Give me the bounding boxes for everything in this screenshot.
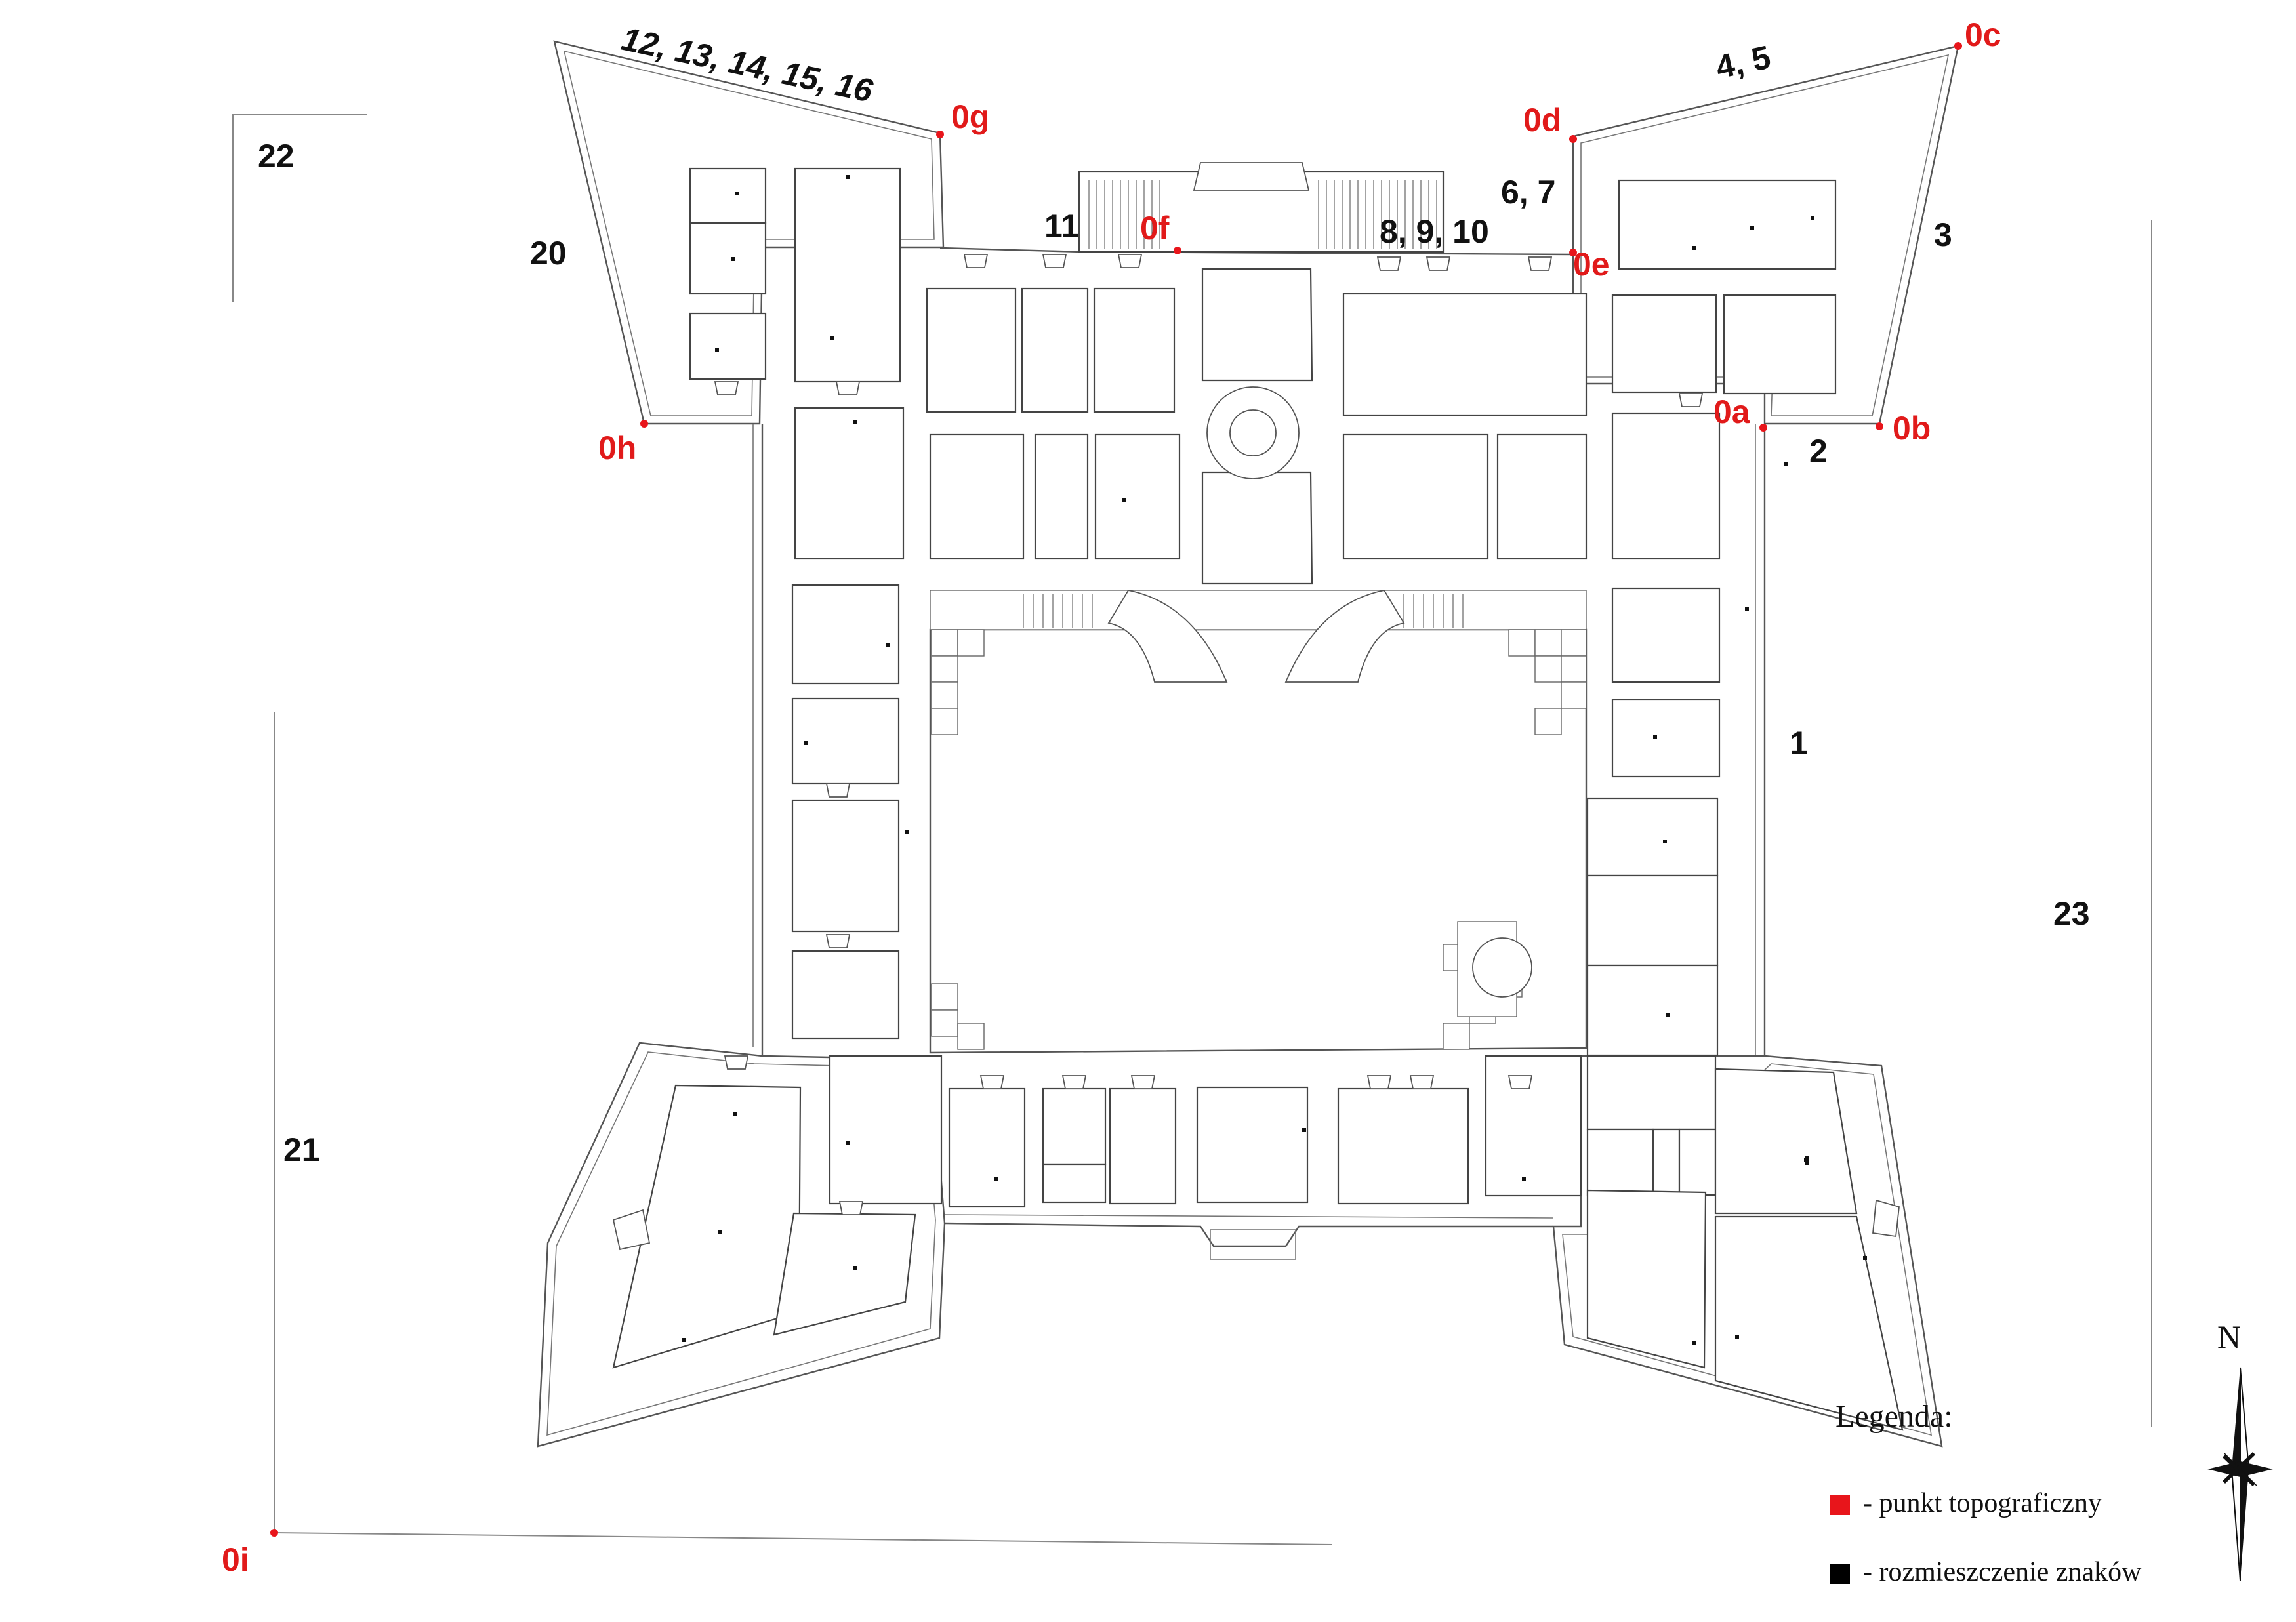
survey-lines [232,114,2152,1545]
topo-point-0h-marker [640,420,648,428]
area-label-12-16: 12, 13, 14, 15, 16 [619,20,877,110]
topo-label-0a: 0a [1713,394,1751,430]
area-label-11: 11 [1044,208,1079,245]
north-arrow: N [2207,1318,2273,1581]
topo-point-markers [270,42,1962,1537]
topo-point-0a-marker [1759,424,1767,432]
topo-point-0e-marker [1569,249,1577,256]
topo-point-0f-marker [1174,247,1181,254]
north-label: N [2217,1318,2241,1355]
area-label-21: 21 [283,1131,320,1168]
legend-item-sign-placement: - rozmieszczenie znaków [1863,1557,2142,1587]
topo-point-0b-marker [1876,422,1883,430]
window-niches [612,254,1900,1251]
topo-label-0g: 0g [951,98,989,135]
topo-point-0d-marker [1569,135,1577,143]
topo-label-0i: 0i [222,1541,249,1578]
north-stair-block [1078,162,1445,253]
legend-black-swatch [1830,1564,1850,1584]
legend-title: Legenda: [1835,1399,1953,1434]
area-label-2: 2 [1809,433,1828,470]
area-label-1: 1 [1790,725,1808,761]
topo-point-0c-marker [1954,42,1962,50]
topo-point-0g-marker [936,131,944,138]
legend-item-topo-point: - punkt topograficzny [1863,1488,2102,1518]
courtyard [929,386,1588,1054]
area-label-4-5: 4, 5 [1713,39,1774,86]
legend-red-swatch [1830,1495,1850,1515]
topo-label-0d: 0d [1523,102,1561,138]
area-label-20: 20 [530,235,567,272]
topo-point-0i-marker [270,1529,278,1537]
sign-markers [682,175,1867,1345]
topo-label-0b: 0b [1893,410,1931,447]
area-label-3: 3 [1934,216,1952,253]
topo-point-labels: 0a 0b 0c 0d 0e 0f 0g 0h 0i [222,16,2001,1578]
topo-label-0c: 0c [1965,16,2001,53]
area-label-8-9-10: 8, 9, 10 [1380,213,1489,250]
area-label-22: 22 [258,138,295,174]
area-label-23: 23 [2053,895,2090,932]
topo-label-0h: 0h [598,430,636,466]
area-label-6-7: 6, 7 [1501,174,1555,211]
rooms [612,167,1904,1431]
legend: Legenda: - punkt topograficzny - rozmies… [1830,1399,2142,1587]
topo-label-0f: 0f [1140,210,1170,247]
topo-label-0e: 0e [1573,246,1610,283]
